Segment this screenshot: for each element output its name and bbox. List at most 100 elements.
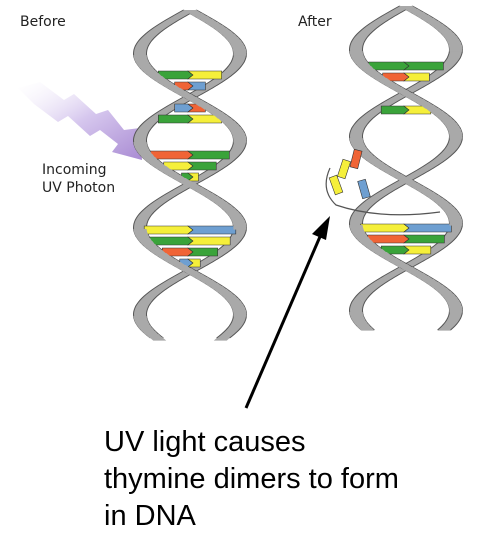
backbone-segment — [373, 165, 392, 169]
backbone-outline — [145, 9, 248, 339]
backbone-segment — [449, 309, 463, 313]
backbone-segment — [399, 93, 418, 97]
backbone-segment — [369, 75, 387, 79]
pointer-arrow — [244, 216, 330, 409]
backbone-segment — [172, 91, 192, 95]
backbone-segment — [447, 216, 462, 220]
backbone-segment — [142, 34, 159, 38]
backbone-segment — [349, 132, 364, 136]
backbone-segment — [388, 87, 408, 91]
backbone-segment — [437, 117, 454, 121]
base-right — [403, 72, 430, 82]
backbone-segment — [351, 39, 367, 43]
backbone-segment — [199, 280, 218, 284]
backbone-segment — [448, 225, 463, 229]
backbone-segment — [440, 33, 457, 37]
backbone-segment — [183, 271, 202, 275]
backbone-segment — [232, 136, 247, 140]
backbone-segment — [349, 138, 364, 142]
backbone-segment — [232, 55, 247, 59]
backbone-segment — [188, 13, 208, 17]
backbone-segment — [373, 252, 392, 256]
backbone-segment — [361, 114, 379, 118]
backbone-segment — [349, 312, 364, 316]
backbone-segment — [349, 306, 364, 310]
backbone-segment — [350, 129, 365, 133]
backbone-segment — [399, 180, 418, 184]
backbone-segment — [383, 258, 402, 262]
backbone-segment — [447, 42, 462, 46]
backbone-segment — [353, 123, 369, 127]
backbone-segment — [204, 283, 223, 287]
backbone-segment — [162, 85, 181, 89]
backbone-segment — [167, 175, 186, 179]
backbone-segment — [133, 52, 147, 56]
backbone-segment — [437, 30, 454, 34]
base-left — [367, 234, 410, 244]
backbone-segment — [139, 298, 156, 302]
backbone-segment — [178, 181, 197, 185]
backbone-segment — [149, 337, 167, 341]
backbone-segment — [229, 304, 245, 308]
backbone-segment — [429, 285, 447, 289]
backbone-segment — [135, 43, 151, 47]
backbone-segment — [133, 226, 147, 230]
backbone-segment — [358, 291, 375, 295]
backbone-segment — [394, 177, 413, 181]
backbone-segment — [445, 126, 461, 130]
backbone-segment — [378, 168, 397, 172]
backbone-segment — [445, 213, 461, 217]
base-left — [380, 105, 410, 115]
backbone-segment — [194, 277, 213, 281]
backbone-segment — [199, 106, 218, 110]
backbone-segment — [209, 286, 227, 290]
backbone-segment — [351, 126, 367, 130]
backbone-segment — [443, 60, 459, 64]
backbone-segment — [213, 115, 231, 119]
backbone-segment — [440, 294, 457, 298]
backbone-segment — [351, 213, 367, 217]
backbone-segment — [172, 265, 192, 269]
backbone-segment — [361, 156, 379, 160]
base-right — [403, 223, 452, 233]
backbone-segment — [358, 117, 375, 121]
backbone-segment — [443, 234, 459, 238]
backbone-segment — [388, 261, 408, 265]
backbone-segment — [448, 138, 463, 142]
backbone-segment — [199, 193, 218, 197]
after-front-strand — [349, 6, 463, 331]
backbone-segment — [183, 97, 202, 101]
base-left — [368, 61, 410, 71]
base-right — [187, 225, 237, 235]
backbone-segment — [157, 256, 176, 260]
backbone-segment — [137, 238, 153, 242]
backbone-segment — [227, 151, 243, 155]
caption: UV light causes thymine dimers to form i… — [104, 424, 484, 535]
backbone-segment — [162, 259, 181, 263]
backbone-segment — [355, 294, 372, 298]
backbone-segment — [224, 67, 241, 71]
backbone-segment — [137, 214, 153, 218]
backbone-segment — [167, 262, 186, 266]
backbone-segment — [135, 322, 151, 326]
backbone-segment — [350, 315, 365, 319]
base-right — [187, 150, 230, 160]
backbone-segment — [415, 276, 434, 280]
backbone-segment — [133, 223, 148, 227]
backbone-segment — [231, 307, 246, 311]
backbone-segment — [415, 15, 434, 19]
base-left — [360, 223, 410, 233]
before-label: Before — [20, 14, 66, 30]
base-right — [187, 161, 217, 171]
backbone-segment — [133, 49, 148, 53]
backbone-segment — [221, 70, 238, 74]
backbone-segment — [135, 217, 151, 221]
backbone-segment — [433, 243, 451, 247]
backbone-segment — [429, 24, 447, 28]
backbone-segment — [229, 322, 245, 326]
backbone-segment — [145, 247, 163, 251]
backbone-segment — [213, 28, 231, 32]
backbone-segment — [437, 204, 454, 208]
backbone-segment — [134, 220, 149, 224]
backbone-segment — [183, 10, 202, 14]
